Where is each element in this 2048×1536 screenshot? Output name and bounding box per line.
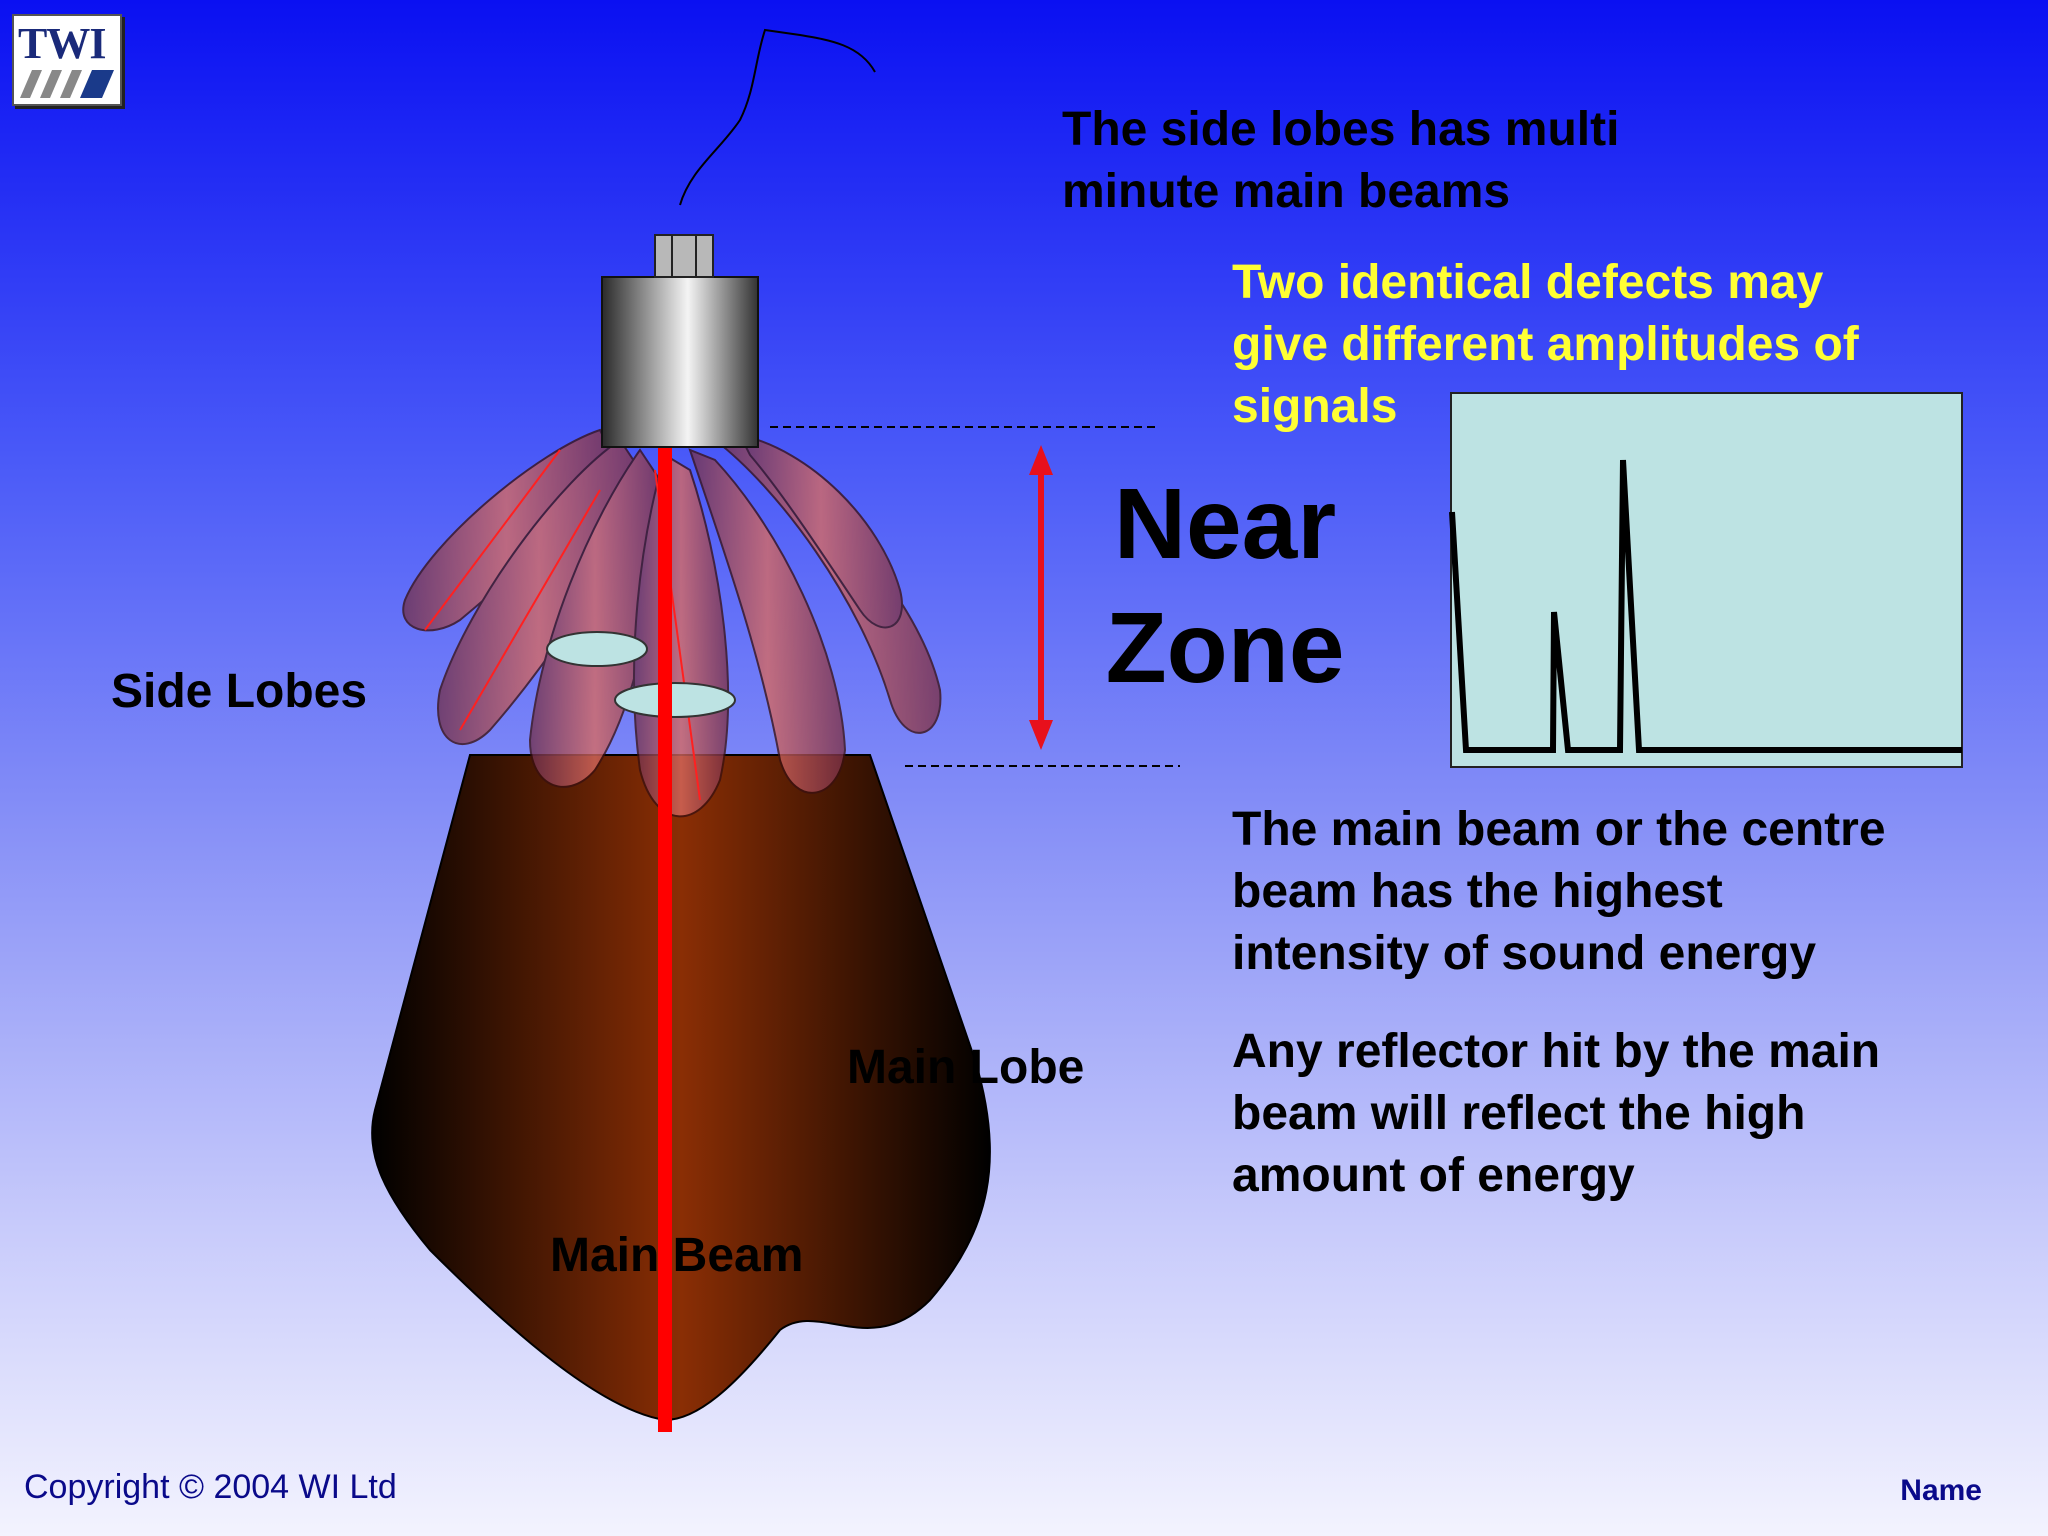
defect-1 bbox=[546, 631, 648, 667]
twi-logo-stripes-icon bbox=[20, 70, 114, 98]
reflector-note-line-2: beam will reflect the high bbox=[1232, 1087, 1806, 1140]
side-lobes-note: The side lobes has multi minute main bea… bbox=[1062, 99, 1619, 223]
main-lobe-label: Main Lobe bbox=[847, 1041, 1085, 1094]
ascan-trace bbox=[1449, 459, 1962, 753]
ascan-screen bbox=[1450, 392, 1963, 768]
defects-note: Two identical defects may give different… bbox=[1232, 252, 1859, 438]
near-zone-arrow-top bbox=[1029, 445, 1053, 475]
defects-note-line-1: Two identical defects may bbox=[1232, 256, 1824, 309]
defect-2 bbox=[614, 682, 736, 718]
footer-name: Name bbox=[1900, 1474, 1982, 1507]
main-beam-note-line-3: intensity of sound energy bbox=[1232, 927, 1817, 980]
probe bbox=[601, 28, 876, 448]
main-beam-note-line-2: beam has the highest bbox=[1232, 865, 1723, 918]
near-zone-line-2: Zone bbox=[1105, 592, 1345, 704]
reflector-note-line-1: Any reflector hit by the main bbox=[1232, 1025, 1881, 1078]
near-zone-arrow-bottom bbox=[1029, 720, 1053, 750]
main-lobe-shape bbox=[371, 754, 991, 1422]
reflector-note: Any reflector hit by the main beam will … bbox=[1232, 1021, 1880, 1207]
main-beam-label: Main Beam bbox=[550, 1229, 804, 1282]
side-lobes-label: Side Lobes bbox=[111, 665, 368, 718]
defects-note-line-3: signals bbox=[1232, 380, 1398, 433]
side-lobes-note-line-2: minute main beams bbox=[1062, 165, 1511, 218]
side-lobes-note-line-1: The side lobes has multi bbox=[1062, 103, 1620, 156]
copyright-text: Copyright © 2004 WI Ltd bbox=[24, 1468, 397, 1506]
twi-logo: TWI bbox=[12, 14, 122, 106]
twi-logo-text: TWI bbox=[18, 19, 106, 68]
defects-note-line-2: give different amplitudes of bbox=[1232, 318, 1859, 371]
main-beam-line bbox=[658, 426, 672, 1432]
near-zone-line-1: Near bbox=[1113, 468, 1337, 580]
reflector-note-line-3: amount of energy bbox=[1232, 1149, 1635, 1202]
main-beam-note-line-1: The main beam or the centre bbox=[1232, 803, 1886, 856]
near-zone-label: Near Zone bbox=[1080, 462, 1370, 710]
main-beam-note: The main beam or the centre beam has the… bbox=[1232, 799, 1886, 985]
side-lobes-group bbox=[402, 428, 942, 818]
